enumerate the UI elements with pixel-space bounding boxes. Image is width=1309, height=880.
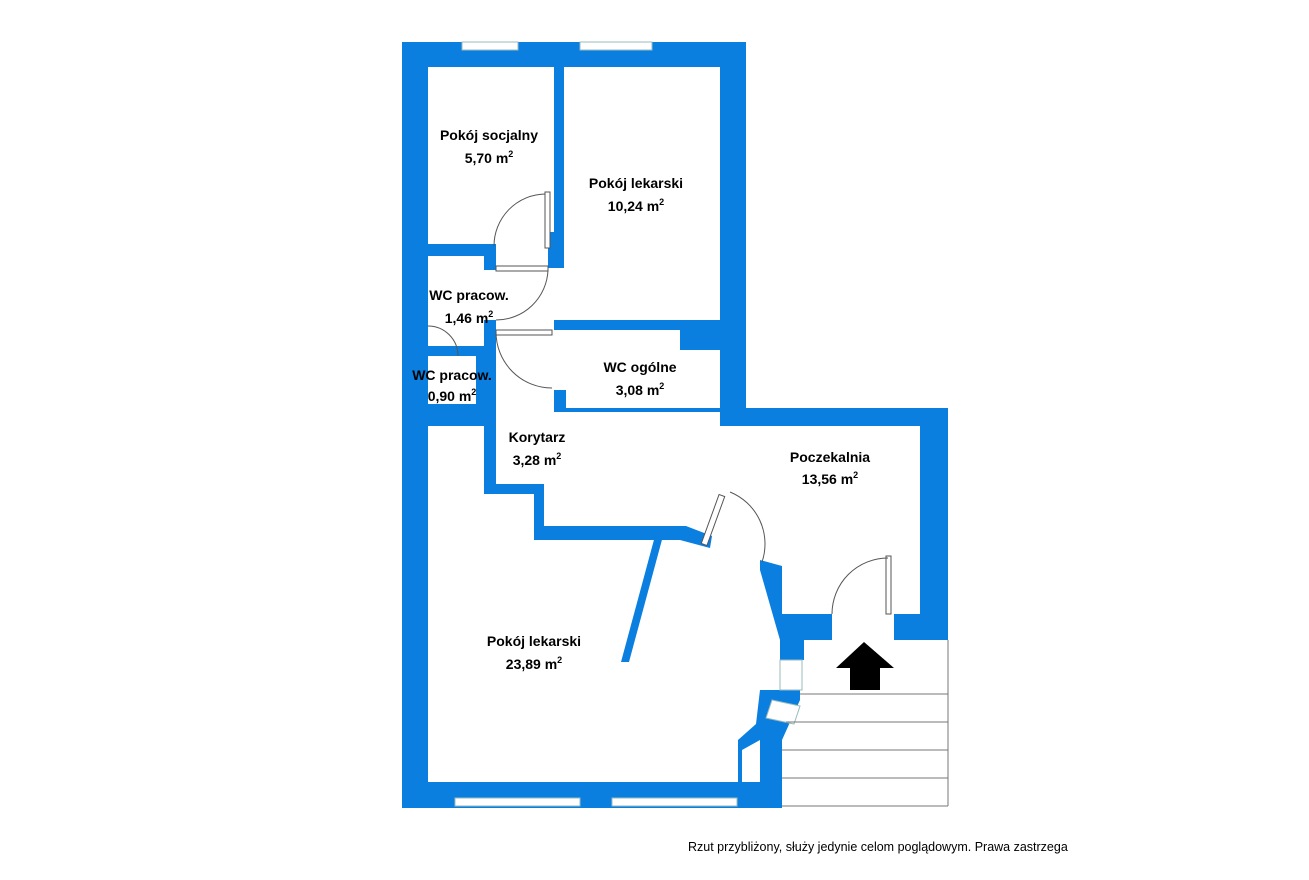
- door-socjalny[interactable]: [544, 191, 551, 249]
- room-area-pokoj-lekarski-2: 23,89 m2: [506, 655, 562, 672]
- room-area-pokoj-socjalny: 5,70 m2: [465, 149, 514, 166]
- entrance-stairs: [782, 640, 949, 807]
- room-name-korytarz: Korytarz: [509, 429, 566, 445]
- door-wc-pracow-1[interactable]: [495, 265, 549, 272]
- door-wc-ogolne[interactable]: [495, 329, 553, 336]
- room-area-poczekalnia: 13,56 m2: [802, 470, 858, 487]
- room-name-wc-pracow-1: WC pracow.: [429, 287, 509, 303]
- disclaimer-text: Rzut przybliżony, służy jedynie celom po…: [688, 840, 1068, 854]
- room-name-pokoj-lekarski-1: Pokój lekarski: [589, 175, 683, 191]
- windows: [454, 41, 803, 807]
- doors: [427, 191, 892, 615]
- room-name-wc-ogolne: WC ogólne: [603, 359, 676, 375]
- room-name-pokoj-lekarski-2: Pokój lekarski: [487, 633, 581, 649]
- room-name-poczekalnia: Poczekalnia: [790, 449, 870, 465]
- room-area-wc-ogolne: 3,08 m2: [616, 381, 665, 398]
- room-name-wc-pracow-2: WC pracow.: [412, 367, 492, 383]
- room-area-wc-pracow-1: 1,46 m2: [445, 309, 494, 326]
- room-area-korytarz: 3,28 m2: [513, 451, 562, 468]
- room-labels: Pokój socjalny 5,70 m2 Pokój lekarski 10…: [412, 127, 870, 672]
- room-area-pokoj-lekarski-1: 10,24 m2: [608, 197, 664, 214]
- door-entrance[interactable]: [885, 555, 892, 615]
- entrance-arrow-icon: [836, 642, 894, 690]
- room-name-pokoj-socjalny: Pokój socjalny: [440, 127, 538, 143]
- door-pokoj-lekarski-2[interactable]: [700, 493, 726, 547]
- room-area-wc-pracow-2: 0,90 m2: [428, 387, 477, 404]
